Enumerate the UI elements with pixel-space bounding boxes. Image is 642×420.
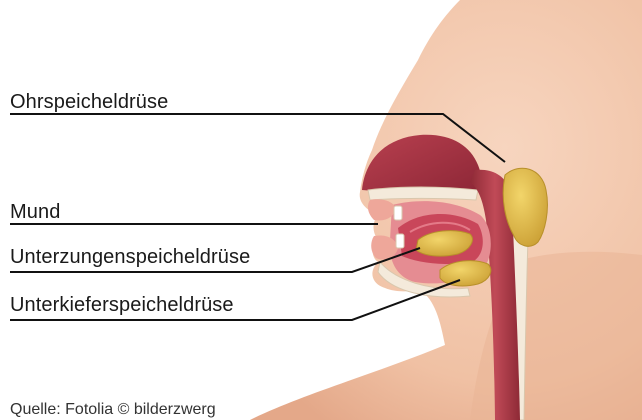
hard-palate <box>368 187 478 200</box>
label-mund: Mund <box>10 201 60 223</box>
label-unterzungenspeicheldruese: Unterzungenspeicheldrüse <box>10 246 250 268</box>
source-credit: Quelle: Fotolia © bilderzwerg <box>10 400 216 420</box>
label-unterkieferspeicheldruese: Unterkieferspeicheldrüse <box>10 294 234 316</box>
label-ohrspeicheldruese: Ohrspeicheldrüse <box>10 91 168 113</box>
upper-tooth <box>394 206 402 220</box>
lower-tooth <box>396 234 404 248</box>
